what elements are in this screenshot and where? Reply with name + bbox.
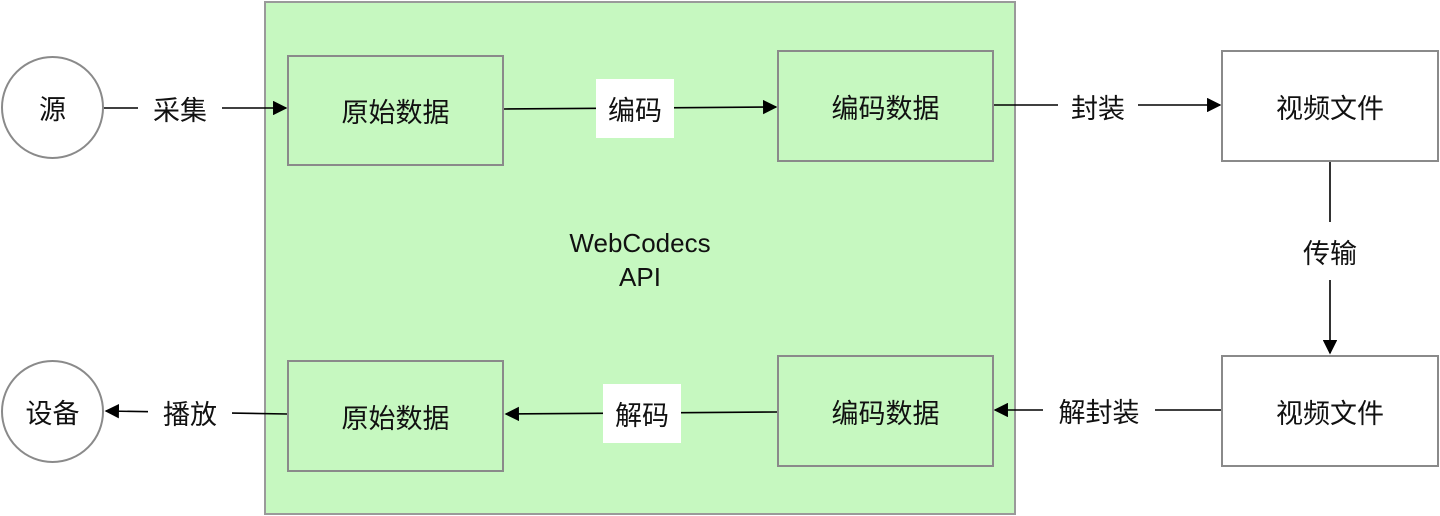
video-file-box-bottom: 视频文件 xyxy=(1221,355,1439,467)
video-file-box-top: 视频文件 xyxy=(1221,50,1439,162)
label-encode: 编码 xyxy=(596,79,674,138)
source-node: 源 xyxy=(1,56,104,159)
raw-data-box-top: 原始数据 xyxy=(287,55,504,166)
label-play: 播放 xyxy=(148,392,232,432)
encoded-data-box-bottom: 编码数据 xyxy=(777,355,994,467)
label-capture: 采集 xyxy=(138,88,222,128)
label-demux: 解封装 xyxy=(1043,390,1155,430)
raw-data-box-bottom: 原始数据 xyxy=(287,360,504,472)
api-title: WebCodecs API xyxy=(540,226,740,294)
api-title-line2: API xyxy=(619,262,661,292)
device-node: 设备 xyxy=(1,360,104,463)
label-mux: 封装 xyxy=(1058,86,1138,126)
api-title-line1: WebCodecs xyxy=(569,228,711,258)
encoded-data-box-top: 编码数据 xyxy=(777,50,994,162)
label-transfer: 传输 xyxy=(1290,222,1370,280)
label-decode: 解码 xyxy=(603,384,681,443)
